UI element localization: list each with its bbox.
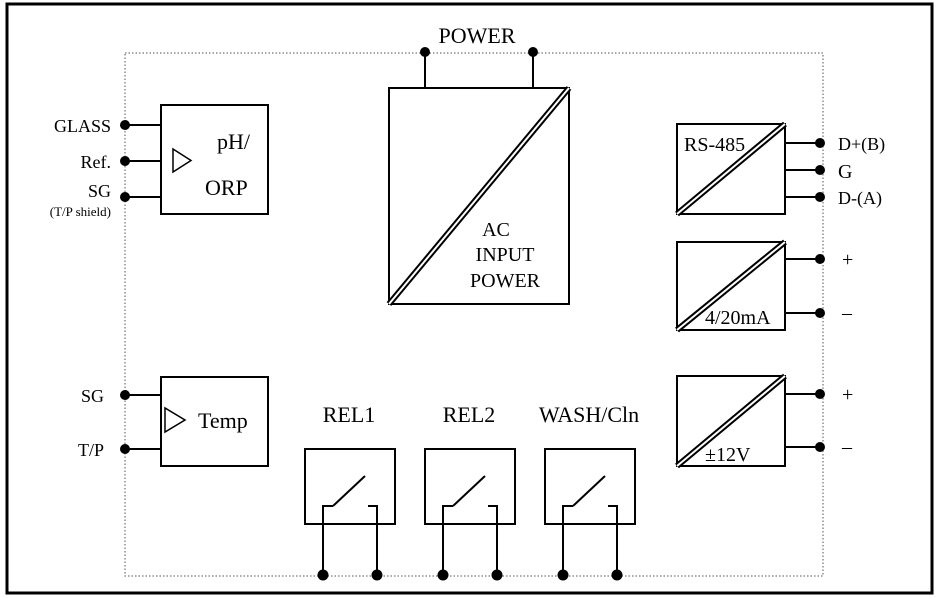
outer-frame <box>5 2 934 595</box>
rel2-terminal-left <box>437 569 449 581</box>
ph-label: pH/ <box>217 129 251 154</box>
rel2-terminal-right <box>491 569 503 581</box>
voltage-plus-terminal <box>815 389 825 399</box>
wash-switch-contact <box>572 475 606 507</box>
temp-module: Temp SG T/P <box>78 376 269 467</box>
rel1-switch-contact <box>332 475 366 507</box>
voltage-minus-label: – <box>841 436 853 458</box>
dminus-terminal <box>815 192 825 202</box>
temp-sg-terminal <box>120 390 130 400</box>
wash-wire-right <box>608 505 618 575</box>
rel2-box <box>424 448 516 525</box>
rel1-wire-left <box>322 505 333 575</box>
glass-label: GLASS <box>54 116 111 136</box>
temp-sg-label: SG <box>81 386 104 406</box>
current-plus-label: + <box>842 249 853 271</box>
ac-input-power-module: AC INPUT POWER <box>386 86 572 306</box>
rel2-wire-left <box>442 505 453 575</box>
rel1-terminal-left <box>317 569 329 581</box>
rel2-label: REL2 <box>443 402 496 427</box>
wash-terminal-right <box>611 569 623 581</box>
ac-label-line2: INPUT <box>476 244 535 266</box>
current-out-label: 4/20mA <box>705 307 771 329</box>
ac-label-line1: AC <box>482 219 510 241</box>
g-terminal <box>815 165 825 175</box>
voltage-output-module: ±12V + – <box>675 373 853 469</box>
sg-label: SG <box>88 181 111 201</box>
voltage-plus-label: + <box>842 384 853 406</box>
relay-wash-cln: WASH/Cln <box>539 402 639 581</box>
wash-box <box>544 448 636 525</box>
temp-tp-label: T/P <box>78 440 104 460</box>
rs485-diagonal-inner <box>676 123 786 215</box>
wash-wire-left <box>562 505 573 575</box>
current-minus-terminal <box>815 308 825 318</box>
power-input: POWER <box>420 23 538 88</box>
ac-label-line3: POWER <box>470 270 541 292</box>
dplus-label: D+(B) <box>838 134 885 155</box>
rel2-switch-contact <box>452 475 486 507</box>
current-minus-label: – <box>841 302 853 324</box>
voltage-minus-terminal <box>815 442 825 452</box>
power-terminal-left <box>420 47 430 57</box>
relay-rel1: REL1 <box>304 402 396 581</box>
temp-label: Temp <box>198 408 248 433</box>
voltage-out-label: ±12V <box>705 444 751 466</box>
voltage-diagonal-inner <box>676 375 786 467</box>
dplus-terminal <box>815 138 825 148</box>
ref-terminal <box>120 156 130 166</box>
dminus-label: D-(A) <box>838 188 882 209</box>
ph-module-box <box>160 104 269 215</box>
orp-label: ORP <box>205 175 248 200</box>
g-label: G <box>838 161 852 183</box>
rel1-terminal-right <box>371 569 383 581</box>
rs485-label: RS-485 <box>684 134 745 156</box>
ph-orp-module: pH/ ORP GLASS Ref. SG (T/P shield) <box>50 104 269 219</box>
ref-label: Ref. <box>81 152 112 172</box>
ac-diagonal-inner <box>388 87 570 305</box>
sg-terminal <box>120 192 130 202</box>
relay-rel2: REL2 <box>424 402 516 581</box>
temp-tp-terminal <box>120 444 130 454</box>
glass-terminal <box>120 120 130 130</box>
wash-terminal-left <box>557 569 569 581</box>
rel1-box <box>304 448 396 525</box>
current-diagonal-inner <box>676 241 786 331</box>
power-label: POWER <box>439 23 516 48</box>
rel2-wire-right <box>488 505 498 575</box>
shield-note: (T/P shield) <box>50 204 111 219</box>
rel1-label: REL1 <box>323 402 376 427</box>
current-plus-terminal <box>815 254 825 264</box>
rs485-module: RS-485 D+(B) G D-(A) <box>675 121 885 217</box>
temp-amplifier-icon <box>164 406 187 434</box>
power-terminal-right <box>528 47 538 57</box>
amplifier-icon <box>172 147 193 174</box>
wash-label: WASH/Cln <box>539 402 639 427</box>
rel1-wire-right <box>368 505 378 575</box>
current-output-module: 4/20mA + – <box>675 239 853 333</box>
